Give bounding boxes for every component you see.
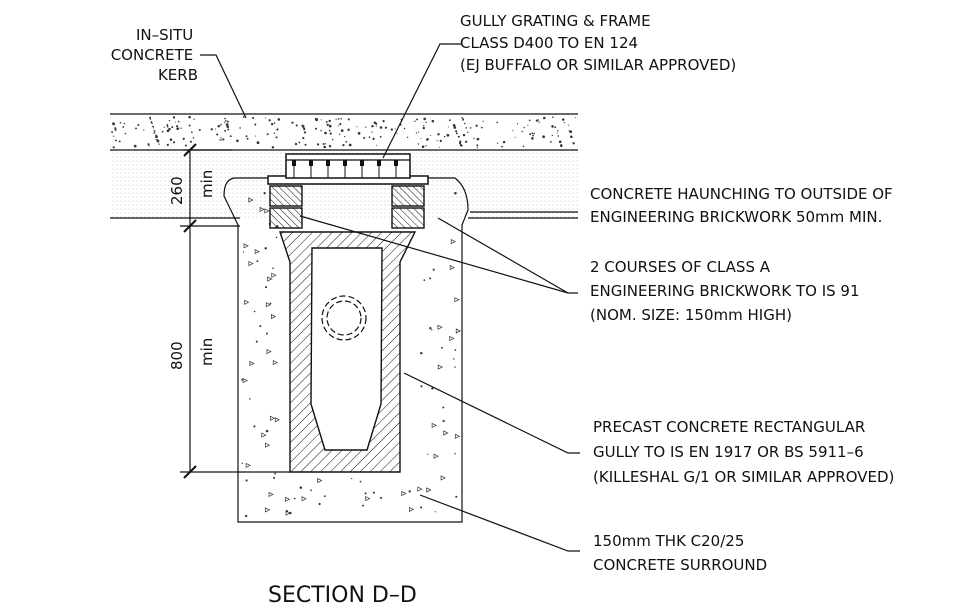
label-brickwork: 2 COURSES OF CLASS A ENGINEERING BRICKWO… <box>590 258 864 324</box>
surround-aggregate <box>241 191 461 518</box>
section-title: SECTION D–D <box>268 583 417 606</box>
gully-grating <box>267 153 429 185</box>
label-grating: GULLY GRATING & FRAME CLASS D400 TO EN 1… <box>460 12 736 74</box>
dimension-lines <box>180 143 290 479</box>
slab-aggregate <box>111 115 576 149</box>
label-kerb: IN–SITU CONCRETE KERB <box>111 26 198 84</box>
dim-lower-unit: min <box>198 338 216 366</box>
label-surround: 150mm THK C20/25 CONCRETE SURROUND <box>593 532 767 574</box>
dim-lower-value: 800 <box>168 341 186 370</box>
kerb-slab <box>110 113 578 152</box>
label-gully: PRECAST CONCRETE RECTANGULAR GULLY TO IS… <box>593 418 894 486</box>
gully-body <box>279 231 417 473</box>
concrete-surround <box>223 177 469 523</box>
label-haunching: CONCRETE HAUNCHING TO OUTSIDE OF ENGINEE… <box>590 185 897 226</box>
leader-lines <box>200 43 580 552</box>
dim-upper-unit: min <box>198 170 216 198</box>
dim-upper-value: 260 <box>168 176 186 205</box>
brickwork-courses <box>269 185 425 229</box>
